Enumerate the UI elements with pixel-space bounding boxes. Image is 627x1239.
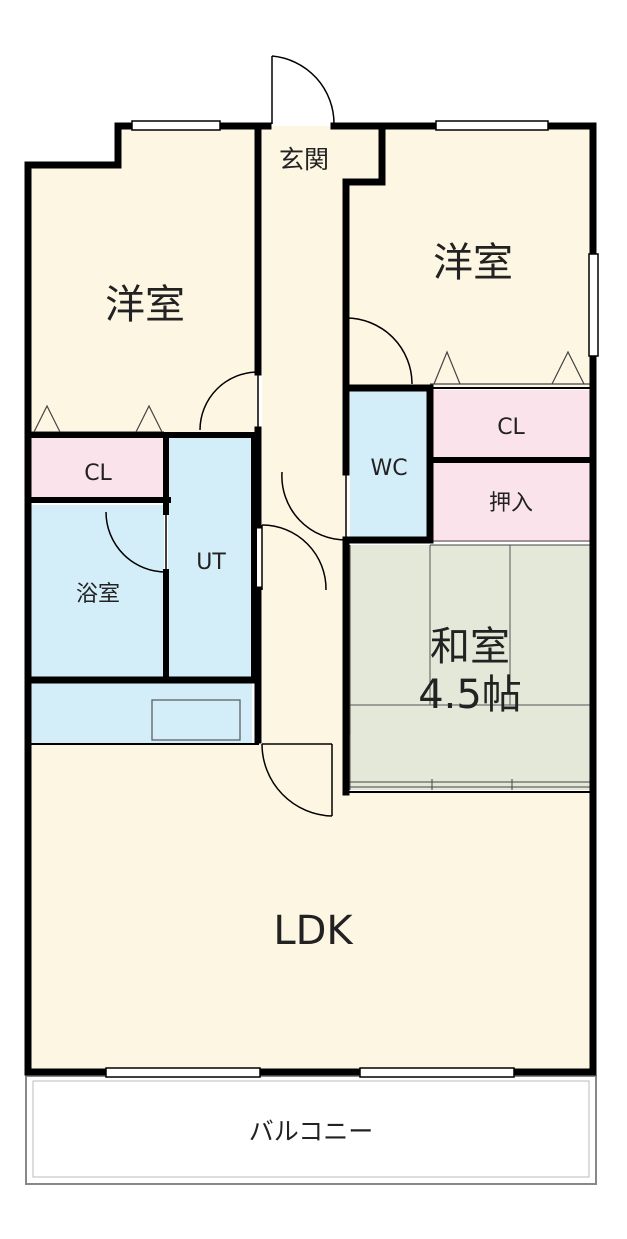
balcony-area bbox=[25, 1075, 597, 1185]
toilet-fill bbox=[350, 390, 430, 540]
washitsu-fill bbox=[350, 545, 590, 790]
oshiire-label: 押入 bbox=[489, 491, 533, 516]
closet-right-fill bbox=[430, 390, 590, 458]
hallway-fill bbox=[262, 175, 346, 740]
bathtub bbox=[151, 699, 241, 741]
oshiire-fill bbox=[430, 462, 590, 542]
utility-label: UT bbox=[196, 550, 226, 575]
ldk-fill bbox=[28, 740, 590, 1072]
western-room-right-fill bbox=[350, 126, 593, 388]
balcony-inner-line bbox=[32, 1080, 590, 1178]
closet-left-fill bbox=[28, 436, 164, 500]
windows bbox=[105, 120, 599, 1078]
bath-label: 浴室 bbox=[76, 582, 120, 607]
ldk-label: LDK bbox=[273, 908, 354, 954]
balcony-label: バルコニー bbox=[249, 1117, 374, 1146]
western-room-left-fill bbox=[28, 126, 258, 435]
utility-fill bbox=[168, 436, 254, 677]
entrance-label: 玄関 bbox=[279, 145, 329, 174]
western-room-left-label: 洋室 bbox=[105, 282, 185, 328]
entrance-fill bbox=[262, 126, 378, 178]
closet-left-label: CL bbox=[84, 461, 112, 486]
toilet-label: WC bbox=[370, 456, 407, 481]
bath-fill bbox=[28, 505, 164, 677]
washitsu-name-label: 和室 bbox=[430, 624, 510, 670]
western-room-right-label: 洋室 bbox=[433, 240, 513, 286]
closet-right-label: CL bbox=[497, 415, 525, 440]
fusuma-tracks bbox=[342, 540, 590, 790]
doors bbox=[105, 55, 413, 817]
vanity-fill bbox=[30, 682, 252, 744]
washitsu-size-label: 4.5帖 bbox=[418, 672, 522, 718]
